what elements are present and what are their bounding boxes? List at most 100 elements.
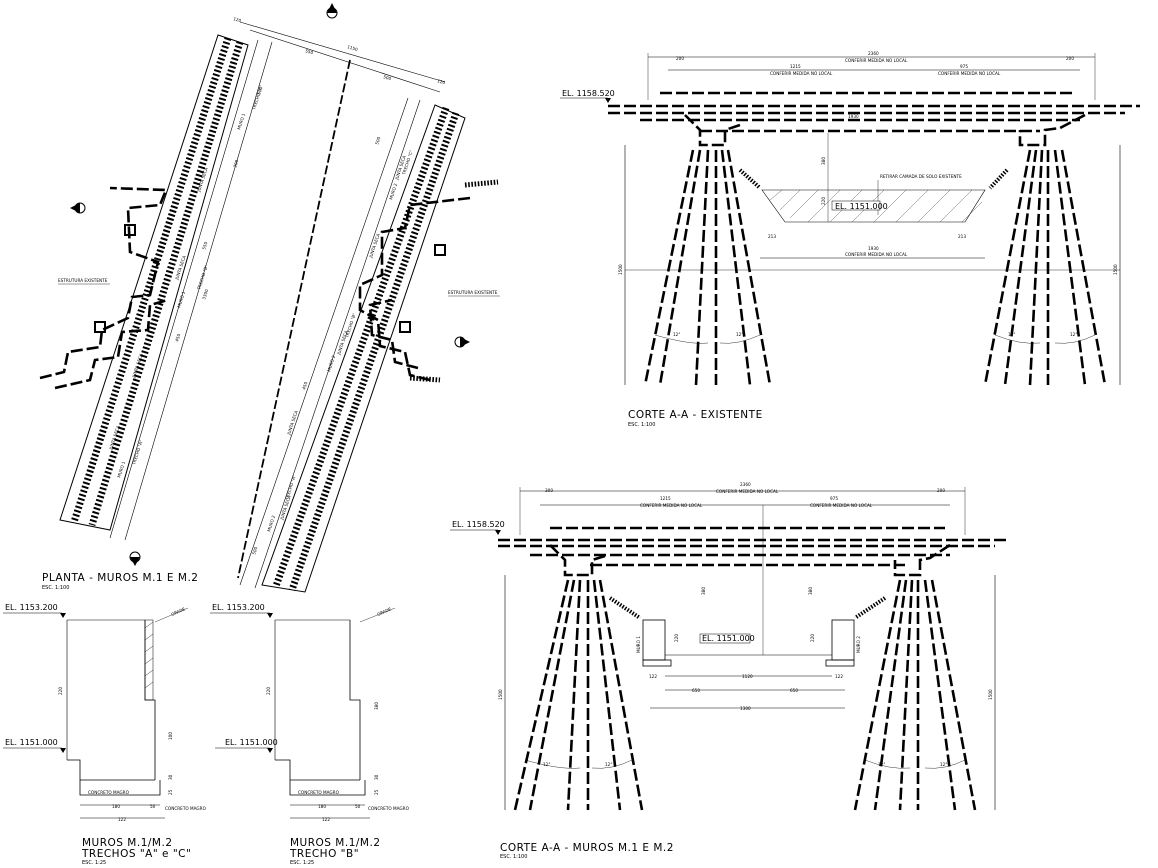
existing-dim-height-right: 1500 <box>1113 264 1118 275</box>
plan-existing-structure-right <box>358 179 499 383</box>
plan-dim-8: 3300 <box>201 288 209 300</box>
plan-wall-left <box>59 34 273 541</box>
existing-remove-note: RETIRAR CAMADA DE SOLO EXISTENTE <box>880 174 962 179</box>
plan-trecho-a-left: TRECHO "A" <box>131 439 144 466</box>
detail-b-dim-1: 380 <box>374 702 379 710</box>
detail-b-dim-3: 122 <box>322 817 330 822</box>
plan-joint-label-6: JUNTA SECA <box>368 233 381 259</box>
plan-muro2-label-2: MURO 2 <box>326 354 336 372</box>
existing-dim-note-bottom: CONFERIR MEDIDA NO LOCAL <box>845 252 908 257</box>
walls-title: CORTE A-A - MUROS M.1 E M.2 <box>500 842 674 854</box>
existing-pier-left <box>643 114 772 386</box>
section-marker-bottom <box>129 551 141 566</box>
existing-dim-side-right: 200 <box>1066 56 1074 61</box>
existing-title: CORTE A-A - EXISTENTE <box>628 409 763 421</box>
section-existing: 2360 CONFERIR MEDIDA NO LOCAL 1215 CONFE… <box>560 51 1140 428</box>
existing-dim-total: 2360 <box>868 51 879 56</box>
detail-b-concrete-label-2: CONCRETO MAGRO <box>368 806 410 811</box>
detail-ac-dim-1: 100 <box>168 732 173 740</box>
detail-b-dim-2: 180 <box>318 804 326 809</box>
walls-dim-side-right: 200 <box>937 488 945 493</box>
detail-ac-elevation-top: EL. 1153.200 <box>5 603 58 612</box>
detail-b-concrete-label: CONCRETO MAGRO <box>298 790 340 795</box>
existing-angle-4: 12° <box>1070 332 1077 337</box>
existing-dim-left: 1215 <box>790 64 801 69</box>
walls-angle-4: 12° <box>940 762 947 767</box>
detail-ac-dim-2: 180 <box>112 804 120 809</box>
walls-dim-right: 975 <box>830 496 838 501</box>
walls-pier-right <box>853 543 977 811</box>
plan-center-axis <box>237 59 351 579</box>
existing-angle-1: 12° <box>673 332 680 337</box>
existing-angle-3: 12° <box>1008 332 1015 337</box>
section-marker-left <box>70 202 86 214</box>
section-marker-top <box>326 3 338 19</box>
plan-dim-0: 1150 <box>347 44 359 52</box>
walls-dim-total: 2360 <box>740 482 751 487</box>
walls-dim-height-right: 1500 <box>988 689 993 700</box>
plan-muro2-label-1: MURO 2 <box>388 182 398 200</box>
existing-dim-220: 220 <box>821 197 826 205</box>
section-walls: 2360 CONFERIR MEDIDA NO LOCAL 1215 975 C… <box>450 482 1010 860</box>
wall-m2: MURO 2 <box>825 619 861 667</box>
existing-dim-note-left: CONFERIR MEDIDA NO LOCAL <box>770 71 833 76</box>
walls-dim-note-right: CONFERIR MEDIDA NO LOCAL <box>810 503 873 508</box>
detail-ac-concrete-label-2: CONCRETO MAGRO <box>165 806 207 811</box>
plan-wall-right <box>239 97 466 593</box>
existing-elevation-bottom: EL. 1151.000 <box>835 202 888 211</box>
walls-dim-380-left: 380 <box>701 587 706 595</box>
existing-dim-1930-b: 1930 <box>868 246 879 251</box>
detail-ac-dim-5: 30 <box>168 774 173 780</box>
walls-dim-1120: 1120 <box>742 674 753 679</box>
detail-ac-elevation-bottom: EL. 1151.000 <box>5 738 58 747</box>
detail-ac-title-1: MUROS M.1/M.2 <box>82 837 173 849</box>
existing-dim-right: 975 <box>960 64 968 69</box>
plan-muro2-label-3: MURO 2 <box>266 514 276 532</box>
walls-dim-1300: 1300 <box>740 706 751 711</box>
plan-dim-7: 550 <box>201 241 208 250</box>
plan-scale: ESC. 1:100 <box>42 585 69 591</box>
detail-ac-dim-0: 220 <box>58 687 63 695</box>
existing-angle-2: 12° <box>736 332 743 337</box>
plan-muro1-label-2: MURO 1 <box>176 290 186 308</box>
detail-b-dim-0: 220 <box>266 687 271 695</box>
existing-dim-side-left: 200 <box>676 56 684 61</box>
detail-b-dim-4: 50 <box>355 804 361 809</box>
detail-b-dim-5: 30 <box>374 774 379 780</box>
existing-scale: ESC. 1:100 <box>628 422 655 428</box>
existing-dim-height-left: 1500 <box>618 264 623 275</box>
detail-b-elevation-bottom: EL. 1151.000 <box>225 738 278 747</box>
detail-ac-grade-label: GRADE <box>170 606 186 617</box>
detail-ac-scale: ESC. 1:25 <box>82 860 106 866</box>
walls-dim-122-right: 122 <box>835 674 843 679</box>
plan-dim-9: 450 <box>174 333 181 342</box>
walls-dim-650a: 650 <box>692 688 700 693</box>
detail-b-title-2: TRECHO "B" <box>289 848 359 860</box>
existing-dim-1930: 1930 <box>848 114 859 119</box>
detail-b-dim-6: 25 <box>374 789 379 795</box>
existing-soil-hatch <box>769 189 983 223</box>
walls-dim-220-left: 220 <box>674 634 679 642</box>
walls-angle-2: 12° <box>605 762 612 767</box>
detail-b-scale: ESC. 1:25 <box>290 860 314 866</box>
existing-dim-213-left: 213 <box>768 234 776 239</box>
plan-dim-4: 120 <box>233 16 242 23</box>
section-marker-right <box>454 336 470 348</box>
wall-m1-label: MURO 1 <box>636 636 641 653</box>
plan-dim-2: 500 <box>383 74 392 81</box>
wall-m1: MURO 1 <box>636 619 672 667</box>
walls-dim-note-left: CONFERIR MEDIDA NO LOCAL <box>640 503 703 508</box>
detail-b-grade-label: GRADE <box>376 606 392 617</box>
detail-ac-title-2: TRECHOS "A" e "C" <box>81 848 191 860</box>
plan-dim-10: 450 <box>301 381 308 390</box>
wall-m2-label: MURO 2 <box>856 636 861 653</box>
existing-dim-total-note: CONFERIR MEDIDA NO LOCAL <box>845 58 908 63</box>
existing-dim-380: 380 <box>821 157 826 165</box>
existing-elevation-top: EL. 1158.520 <box>562 89 615 98</box>
detail-b-title-1: MUROS M.1/M.2 <box>290 837 381 849</box>
plan-dim-12: 500 <box>251 546 258 555</box>
plan-dim-6: 300 <box>232 159 239 168</box>
detail-ac-dim-3: 122 <box>118 817 126 822</box>
detail-ac-dim-6: 25 <box>168 789 173 795</box>
